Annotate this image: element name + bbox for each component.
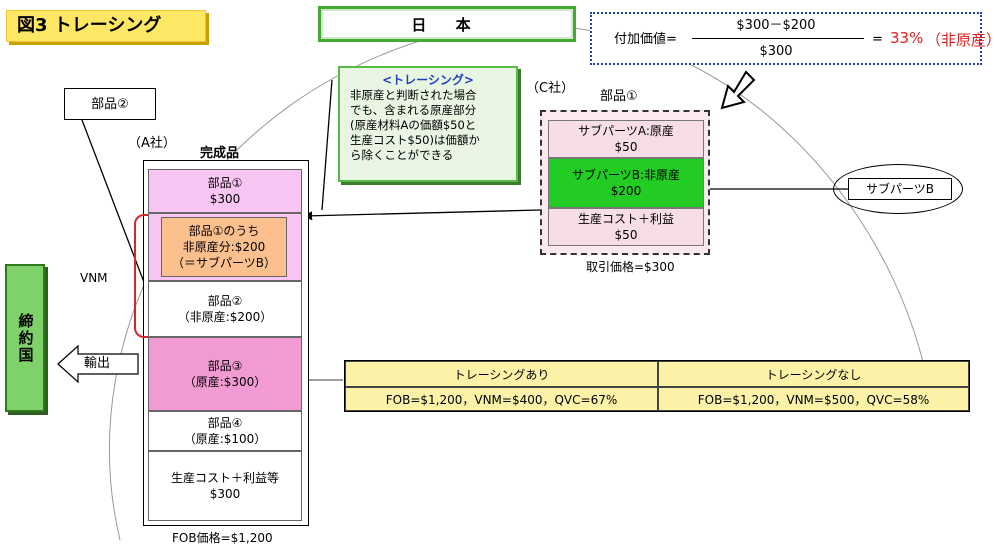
- value-added-formula: 付加価値= $300－$200 $300 = 33% （非原産）: [590, 12, 995, 65]
- tracing-note-line: ら除くことができる: [350, 148, 454, 162]
- subpart-b-value: $200: [610, 184, 642, 198]
- product-row-value: $300: [209, 192, 241, 206]
- product-row-part1-nonorigin-container: 部品①のうち 非原産分:$200 （＝サブパーツB）: [148, 213, 302, 281]
- table-header-with-tracing: トレーシングあり: [345, 361, 658, 387]
- product-row-part1: 部品① $300: [148, 169, 302, 213]
- formula-label: 付加価値=: [614, 32, 677, 47]
- company-c-part1-box: サブパーツA:原産 $50 サブパーツB:非原産 $200 生産コスト＋利益 $…: [540, 110, 710, 255]
- tracing-note: <トレーシング> 非原産と判断された場合 でも、含まれる原産部分 (原産材料Aの…: [338, 66, 518, 182]
- part2-to-product-arrow: [81, 119, 152, 299]
- product-row-value: （非原産:$200）: [177, 310, 273, 324]
- subpart-b-label: サブパーツB: [848, 178, 952, 200]
- product-row-part2: 部品② （非原産:$200）: [148, 281, 302, 337]
- formula-result-note: （非原産）: [926, 31, 995, 49]
- formula-numerator: $300－$200: [736, 18, 816, 33]
- finished-product-box: 部品① $300 部品①のうち 非原産分:$200 （＝サブパーツB） 部品② …: [143, 160, 309, 526]
- product-row-name: 生産コスト＋利益等: [170, 471, 279, 485]
- vnm-label: VNM: [80, 271, 108, 285]
- tracing-note-line: (原産材料Aの価額$50と: [350, 118, 477, 132]
- finished-product-label: 完成品: [200, 146, 240, 161]
- vnm-brace: [134, 214, 148, 338]
- country-japan-label: 日 本: [318, 6, 576, 42]
- country-japan-text: 日 本: [411, 15, 483, 34]
- formula-result-pct: 33%: [890, 29, 924, 47]
- tracing-note-line: 非原産と判断された場合: [350, 88, 477, 102]
- product-row-part1-nonorigin: 部品①のうち 非原産分:$200 （＝サブパーツB）: [161, 217, 287, 277]
- tracing-note-pointer: [321, 79, 333, 211]
- export-label: 輸出: [84, 356, 111, 371]
- down-arrow-icon: [720, 70, 756, 110]
- subpart-a-name: サブパーツA:原産: [578, 124, 674, 138]
- product-row-name: 部品④: [207, 416, 243, 430]
- company-c-label: （C社）: [526, 81, 575, 96]
- part1-label: 部品①: [600, 89, 638, 104]
- table-header-without-tracing: トレーシングなし: [658, 361, 969, 387]
- product-row-value: （原産:$300）: [183, 375, 267, 389]
- subpart-b-row: サブパーツB:非原産 $200: [548, 158, 704, 208]
- product-row-name: 部品①: [207, 176, 243, 190]
- treaty-country-box: 締約国: [5, 264, 45, 412]
- part1-to-product-arrow: [303, 209, 541, 221]
- product-row-value: 非原産分:$200: [182, 240, 266, 254]
- product-row-part3: 部品③ （原産:$300）: [148, 337, 302, 411]
- production-cost-row: 生産コスト＋利益 $50: [548, 208, 704, 246]
- production-cost-value: $50: [614, 228, 638, 242]
- table-cell-without-tracing: FOB=$1,200，VNM=$500，QVC=58%: [658, 387, 969, 411]
- comparison-table: トレーシングあり トレーシングなし FOB=$1,200，VNM=$400，QV…: [344, 360, 970, 412]
- tracing-note-line: 生産コスト$50)は価額か: [350, 133, 480, 147]
- formula-equals: =: [872, 32, 883, 47]
- product-row-part4: 部品④ （原産:$100）: [148, 411, 302, 451]
- treaty-country-label: 締約国: [16, 312, 35, 364]
- tracing-note-heading: <トレーシング>: [382, 73, 474, 87]
- table-cell-with-tracing: FOB=$1,200，VNM=$400，QVC=67%: [345, 387, 658, 411]
- product-row-value: $300: [209, 487, 241, 501]
- subpart-a-value: $50: [614, 140, 638, 154]
- product-row-value: （原産:$100）: [183, 432, 267, 446]
- product-row-name: 部品①のうち: [188, 224, 260, 238]
- export-arrow-icon: [57, 344, 139, 384]
- subpart-a-row: サブパーツA:原産 $50: [548, 120, 704, 158]
- tracing-note-line: でも、含まれる原産部分: [350, 103, 477, 117]
- figure-title: 図3 トレーシング: [6, 10, 206, 42]
- product-row-name: 部品③: [207, 359, 243, 373]
- transaction-price: 取引価格=$300: [586, 260, 675, 274]
- subpart-b-ellipse: [833, 164, 963, 214]
- subpart-b-name: サブパーツB:非原産: [571, 168, 681, 182]
- formula-denominator: $300: [759, 44, 793, 59]
- fob-price: FOB価格=$1,200: [172, 531, 273, 545]
- product-row-note: （＝サブパーツB）: [172, 256, 276, 270]
- product-row-name: 部品②: [207, 294, 243, 308]
- formula-fraction-bar: [692, 38, 864, 39]
- part2-label: 部品②: [64, 88, 156, 120]
- company-a-label: （A社）: [128, 136, 176, 151]
- production-cost-name: 生産コスト＋利益: [577, 212, 674, 226]
- product-row-production-cost: 生産コスト＋利益等 $300: [148, 451, 302, 521]
